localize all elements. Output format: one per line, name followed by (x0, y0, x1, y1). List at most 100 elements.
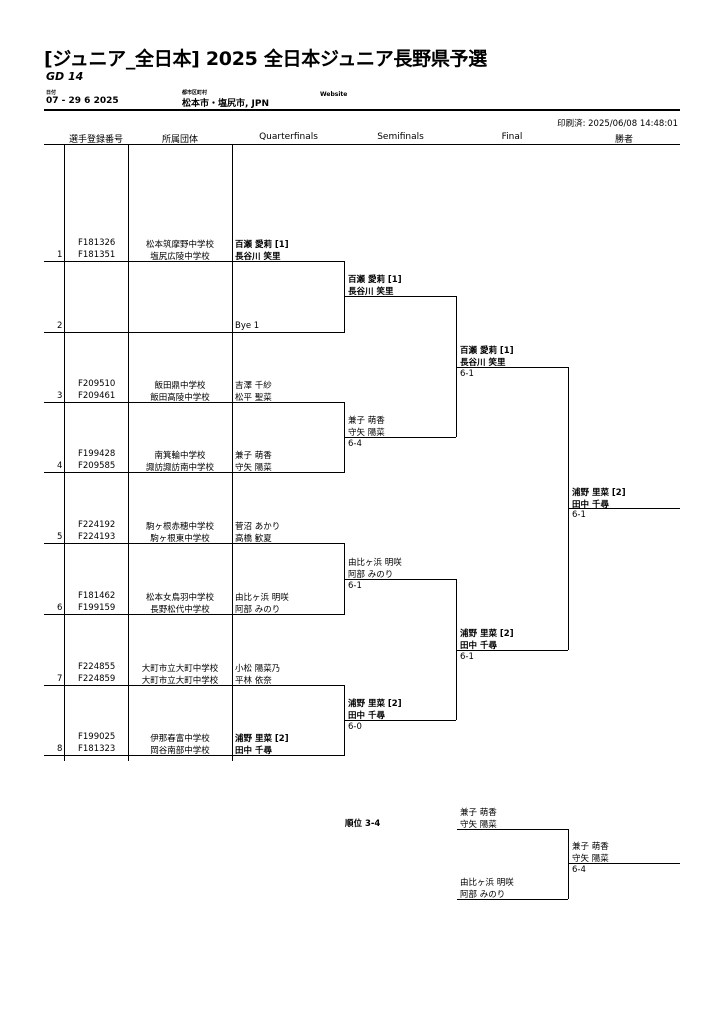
draw-line (44, 261, 345, 262)
player-name: 阿部 みのり (235, 605, 281, 615)
col-header-reg-no: 選手登録番号 (68, 135, 123, 145)
reg-number: F224192 (78, 520, 116, 530)
draw-line (345, 437, 456, 438)
bracket-connector (344, 543, 345, 614)
col-header-winner: 勝者 (614, 135, 633, 145)
player-name: 守矢 陽菜 (348, 428, 385, 438)
club-name: 松本筑摩野中学校 (145, 240, 214, 250)
player-name: Bye 1 (235, 321, 260, 331)
reg-number: F199025 (78, 732, 116, 742)
draw-line (457, 367, 568, 368)
club-name: 大町市立大町中学校 (141, 664, 219, 674)
draw-line (457, 829, 568, 830)
column-header-rule (44, 144, 680, 145)
player-name: 由比ヶ浜 明咲 (235, 593, 289, 603)
player-name: 浦野 里菜 [2] (460, 629, 514, 639)
col-header-semifinals: Semifinals (377, 132, 424, 142)
playoff-label: 順位 3-4 (345, 819, 381, 829)
draw-line (44, 472, 345, 473)
player-name: 高橋 歓夏 (235, 534, 272, 544)
club-name: 南箕輪中学校 (154, 451, 206, 461)
draw-line (457, 899, 568, 900)
match-score: 6-1 (460, 652, 474, 662)
reg-number: F181326 (78, 238, 116, 248)
player-name: 田中 千尋 (572, 500, 609, 510)
club-name: 松本女鳥羽中学校 (145, 593, 214, 603)
bracket-connector (568, 367, 569, 650)
tournament-subtitle: GD 14 (46, 70, 84, 83)
draw-line (44, 755, 345, 756)
reg-col-divider (64, 144, 65, 761)
location-value: 松本市・塩尻市, JPN (182, 99, 270, 109)
match-score: 6-1 (460, 369, 474, 379)
player-name: 浦野 里菜 [2] (235, 734, 289, 744)
player-name: 田中 千尋 (348, 711, 385, 721)
draw-line (345, 720, 456, 721)
player-name: 浦野 里菜 [2] (572, 488, 626, 498)
reg-number: F209585 (78, 461, 116, 471)
draw-line (345, 579, 456, 580)
player-name: 田中 千尋 (460, 641, 497, 651)
reg-number: F224193 (78, 532, 116, 542)
match-score: 6-1 (348, 581, 362, 591)
player-name: 長谷川 笑里 (348, 287, 394, 297)
player-name: 兼子 萌香 (235, 451, 272, 461)
reg-number: F224859 (78, 674, 116, 684)
player-name: 兼子 萌香 (348, 416, 385, 426)
bracket-connector (456, 579, 457, 720)
date-value: 07 - 29 6 2025 (46, 96, 119, 106)
col-header-final: Final (501, 132, 523, 142)
match-score: 6-0 (348, 722, 362, 732)
player-name: 兼子 萌香 (460, 808, 497, 818)
reg-number: F181323 (78, 744, 116, 754)
club-name: 長野松代中学校 (150, 605, 210, 615)
club-name: 岡谷南部中学校 (150, 746, 210, 756)
player-name: 長谷川 笑里 (235, 252, 281, 262)
club-name: 駒ヶ根東中学校 (150, 534, 210, 544)
draw-line (44, 402, 345, 403)
draw-line (44, 332, 345, 333)
match-score: 6-4 (348, 439, 362, 449)
club-name: 塩尻広陵中学校 (150, 252, 210, 262)
club-name: 伊那春富中学校 (150, 734, 210, 744)
player-name: 由比ヶ浜 明咲 (348, 558, 402, 568)
bracket-connector (456, 296, 457, 437)
player-name: 吉澤 千紗 (235, 381, 272, 391)
date-label: 日付 (46, 90, 57, 96)
draw-line (345, 296, 456, 297)
tournament-title: [ジュニア_全日本] 2025 全日本ジュニア長野県予選 (44, 48, 487, 70)
col-header-quarterfinals: Quarterfinals (259, 132, 318, 142)
qf-col-divider (232, 144, 233, 761)
player-name: 小松 陽菜乃 (235, 664, 281, 674)
draw-line (569, 508, 680, 509)
reg-number: F209461 (78, 391, 116, 401)
reg-number: F199159 (78, 603, 116, 613)
player-name: 菅沼 あかり (235, 522, 281, 532)
bracket-connector (344, 261, 345, 332)
player-name: 阿部 みのり (460, 890, 506, 900)
match-score: 6-4 (572, 865, 586, 875)
location-label: 都市区町村 (182, 90, 208, 96)
player-name: 由比ヶ浜 明咲 (460, 878, 514, 888)
draw-line (44, 685, 345, 686)
club-name: 大町市立大町中学校 (141, 676, 219, 686)
match-score: 6-1 (572, 510, 586, 520)
player-name: 百瀬 愛莉 [1] (460, 346, 514, 356)
reg-number: F181351 (78, 250, 116, 260)
website-label: Website (320, 91, 348, 98)
player-name: 守矢 陽菜 (572, 854, 609, 864)
printed-timestamp: 印刷済: 2025/06/08 14:48:01 (557, 119, 678, 129)
draw-line (457, 650, 568, 651)
player-name: 兼子 萌香 (572, 842, 609, 852)
draw-line (44, 614, 345, 615)
club-name: 飯田高陵中学校 (150, 393, 210, 403)
player-name: 浦野 里菜 [2] (348, 699, 402, 709)
reg-number: F209510 (78, 379, 116, 389)
bracket-connector (344, 685, 345, 755)
header-rule (44, 109, 680, 111)
player-name: 平林 依奈 (235, 676, 272, 686)
player-name: 百瀬 愛莉 [1] (235, 240, 289, 250)
player-name: 阿部 みのり (348, 570, 394, 580)
club-name: 駒ヶ根赤穂中学校 (145, 522, 214, 532)
player-name: 百瀬 愛莉 [1] (348, 275, 402, 285)
